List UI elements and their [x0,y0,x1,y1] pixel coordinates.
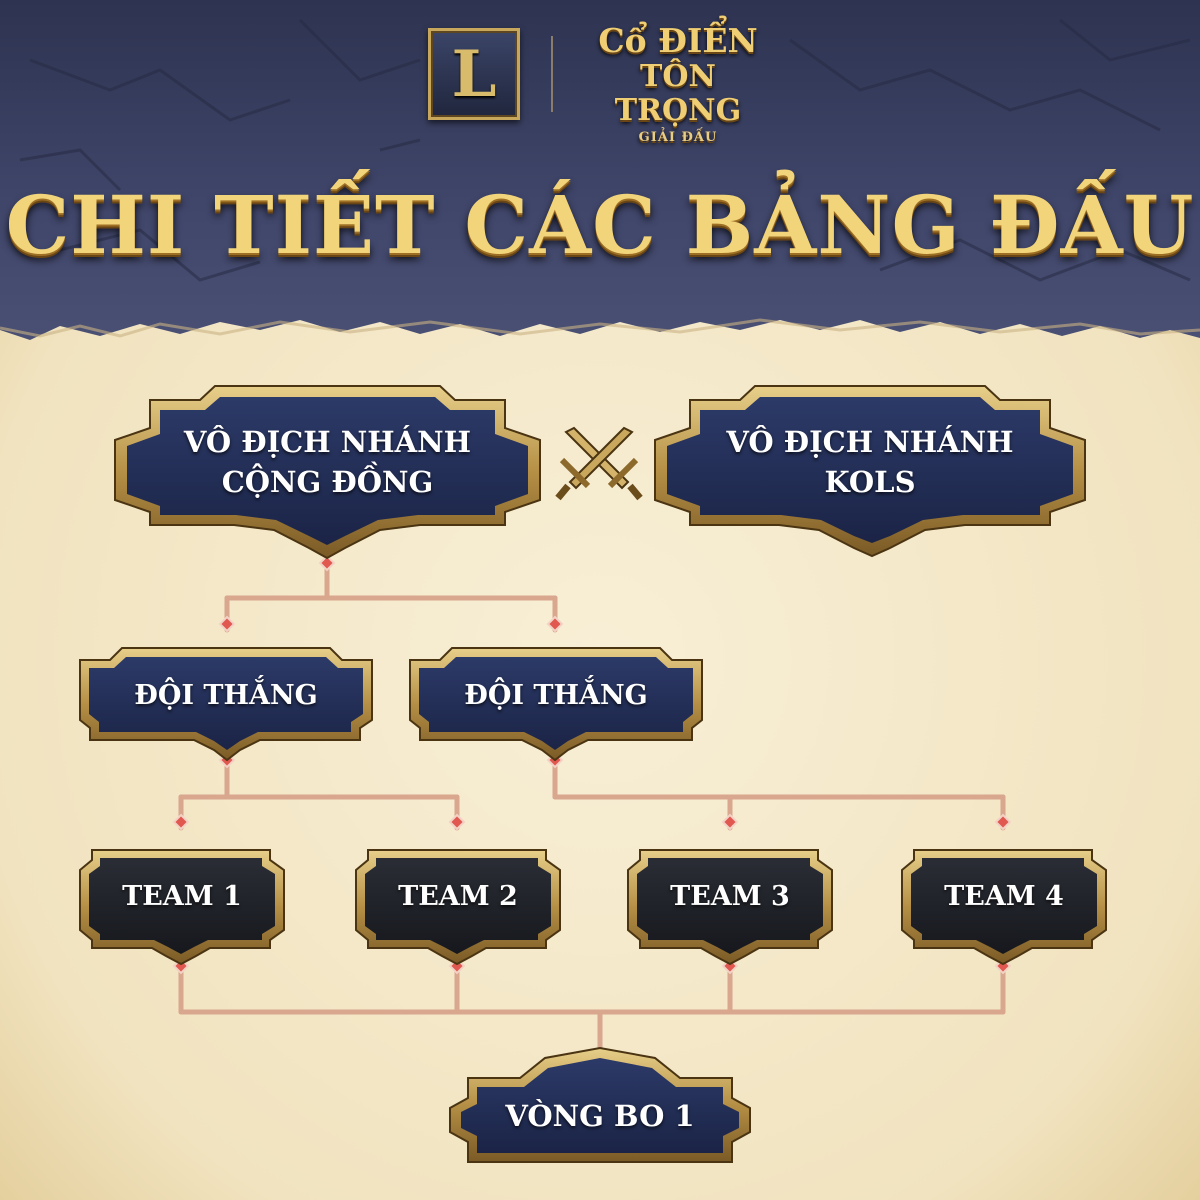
team3-frame [627,849,833,966]
tournament-brand-logo: Cổ ĐIỂN TÔN TRỌNG GIẢI ĐẤU [578,22,778,148]
brand-line-2: TÔN TRỌNG [614,59,742,128]
header-banner [0,0,1200,340]
team2-frame [355,849,561,966]
brand-line-3: GIẢI ĐẤU [638,130,718,145]
final-left-frame [114,385,541,560]
crossed-swords-icon [555,426,643,501]
winner2-frame [409,647,703,762]
league-logo-icon: L [428,28,520,120]
team4-frame [901,849,1107,966]
page-title: CHI TIẾT CÁC BẢNG ĐẤU [5,178,1195,272]
final-right-frame [654,385,1086,558]
round-frame [449,1046,751,1163]
winner1-frame [79,647,373,762]
logo-divider [551,36,553,112]
brand-line-1: Cổ ĐIỂN [598,21,758,60]
team1-frame [79,849,285,966]
league-logo-letter: L [451,36,497,112]
